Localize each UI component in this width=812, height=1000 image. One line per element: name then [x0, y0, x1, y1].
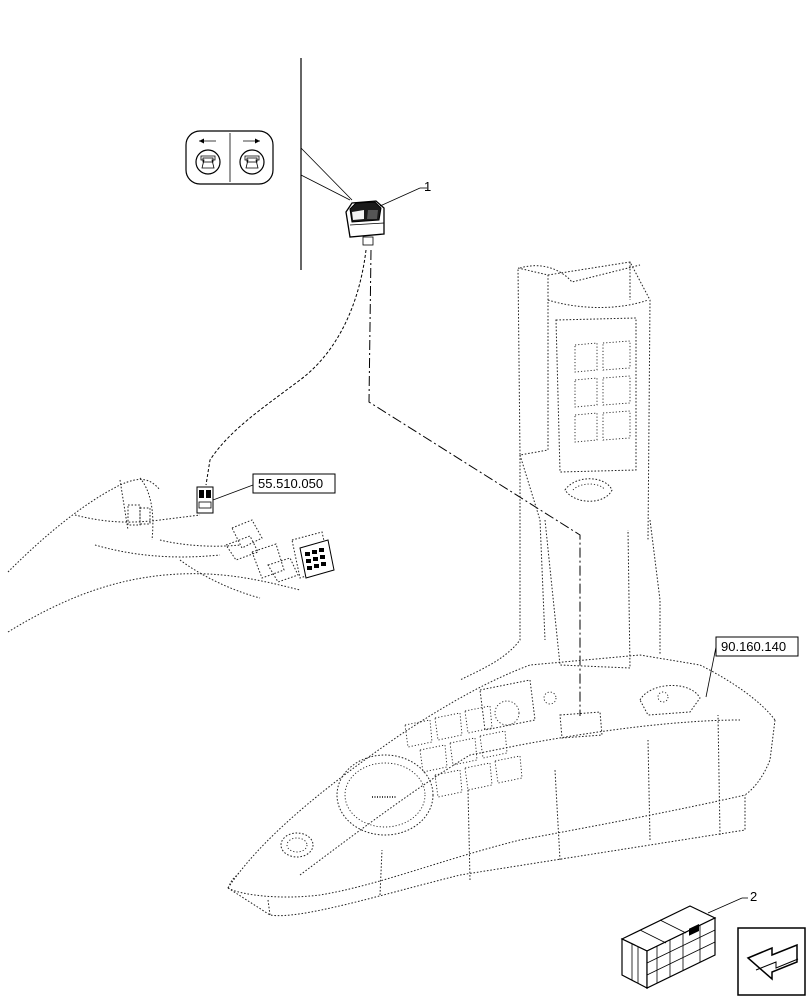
switch-symbol-icon	[185, 130, 274, 185]
callout-1-label: 1	[424, 179, 431, 194]
switch-wire	[205, 249, 367, 486]
callout-harness-ref: 55.510.050	[212, 473, 336, 501]
symbol-bracket	[300, 58, 353, 270]
wiring-harness	[7, 477, 335, 633]
callout-1: 1	[379, 179, 431, 207]
rocker-switch	[345, 200, 385, 246]
operator-console-icon	[227, 261, 776, 917]
callout-2: 2	[707, 889, 757, 914]
harness-connector-icon	[299, 539, 335, 579]
ref-harness-label: 55.510.050	[258, 476, 323, 491]
assembly-line	[368, 249, 581, 716]
callout-2-label: 2	[750, 889, 757, 904]
ref-console-label: 90.160.140	[721, 639, 786, 654]
navigation-arrow-icon[interactable]	[737, 927, 806, 996]
kit-box-icon	[620, 905, 717, 989]
callout-console-ref: 90.160.140	[705, 636, 799, 698]
switch-connector	[196, 486, 214, 514]
